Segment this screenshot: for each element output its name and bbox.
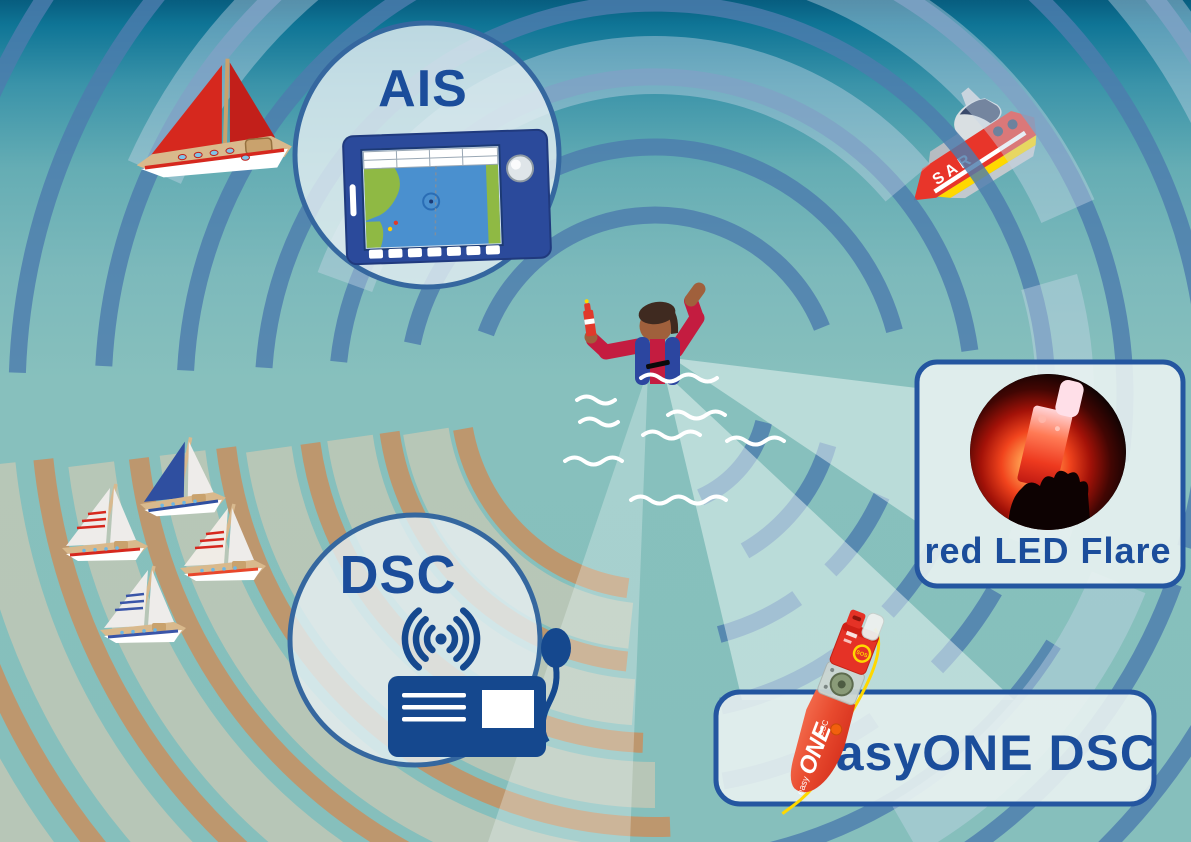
ais-signal-arc (477, 206, 830, 337)
dsc-label: DSC (339, 545, 456, 605)
ais-signal-arc (964, 580, 1182, 842)
flare-caption: red LED Flare (924, 530, 1171, 571)
dsc-signal-arc (33, 458, 248, 842)
sos-button-label: SOS (855, 650, 868, 660)
sailboat (62, 483, 148, 561)
dsc-signal-arc (453, 427, 630, 599)
sail (229, 62, 276, 151)
vhf-radio-device (388, 628, 571, 757)
swimmer (583, 282, 706, 385)
dsc-signal-arc (128, 457, 410, 842)
radio-signal-icon (401, 607, 481, 671)
water-wave (641, 429, 702, 441)
water-waves (563, 372, 786, 506)
flare-callout: red LED Flare (914, 359, 1186, 589)
sailboat (100, 565, 186, 643)
ais-label: AIS (378, 60, 468, 118)
water-wave (575, 394, 617, 406)
ais-signal-arc (8, 0, 1191, 374)
light-beam (672, 358, 917, 522)
dsc-signal-arc (68, 461, 344, 842)
ais-badge: AIS (292, 20, 562, 290)
flare-in-hand (583, 299, 597, 337)
water-wave (629, 494, 728, 506)
flare-photo (970, 374, 1126, 530)
light-beam (664, 372, 1014, 700)
dsc-signal-arc (0, 462, 193, 842)
water-wave (578, 416, 620, 428)
life-vest (635, 337, 680, 385)
water-wave (666, 409, 727, 421)
easyone-callout: easyONE DSC SOS easy ONE DSC (713, 609, 1157, 815)
chartplotter-device (342, 128, 552, 266)
hair (638, 301, 679, 334)
ais-signal-arc (95, 0, 1191, 549)
water-wave (639, 372, 719, 384)
sailboat (180, 503, 266, 581)
water-wave (563, 455, 624, 467)
dsc-badge: DSC (287, 512, 571, 768)
sos-button (852, 644, 872, 663)
water-wave (725, 435, 786, 447)
easyone-caption: easyONE DSC (807, 725, 1157, 781)
easyone-device: SOS easy ONE DSC (781, 609, 885, 815)
lanyard-bead (830, 723, 843, 736)
plotter-buttons (368, 245, 500, 259)
signal-arc-highlight (806, 0, 1095, 224)
